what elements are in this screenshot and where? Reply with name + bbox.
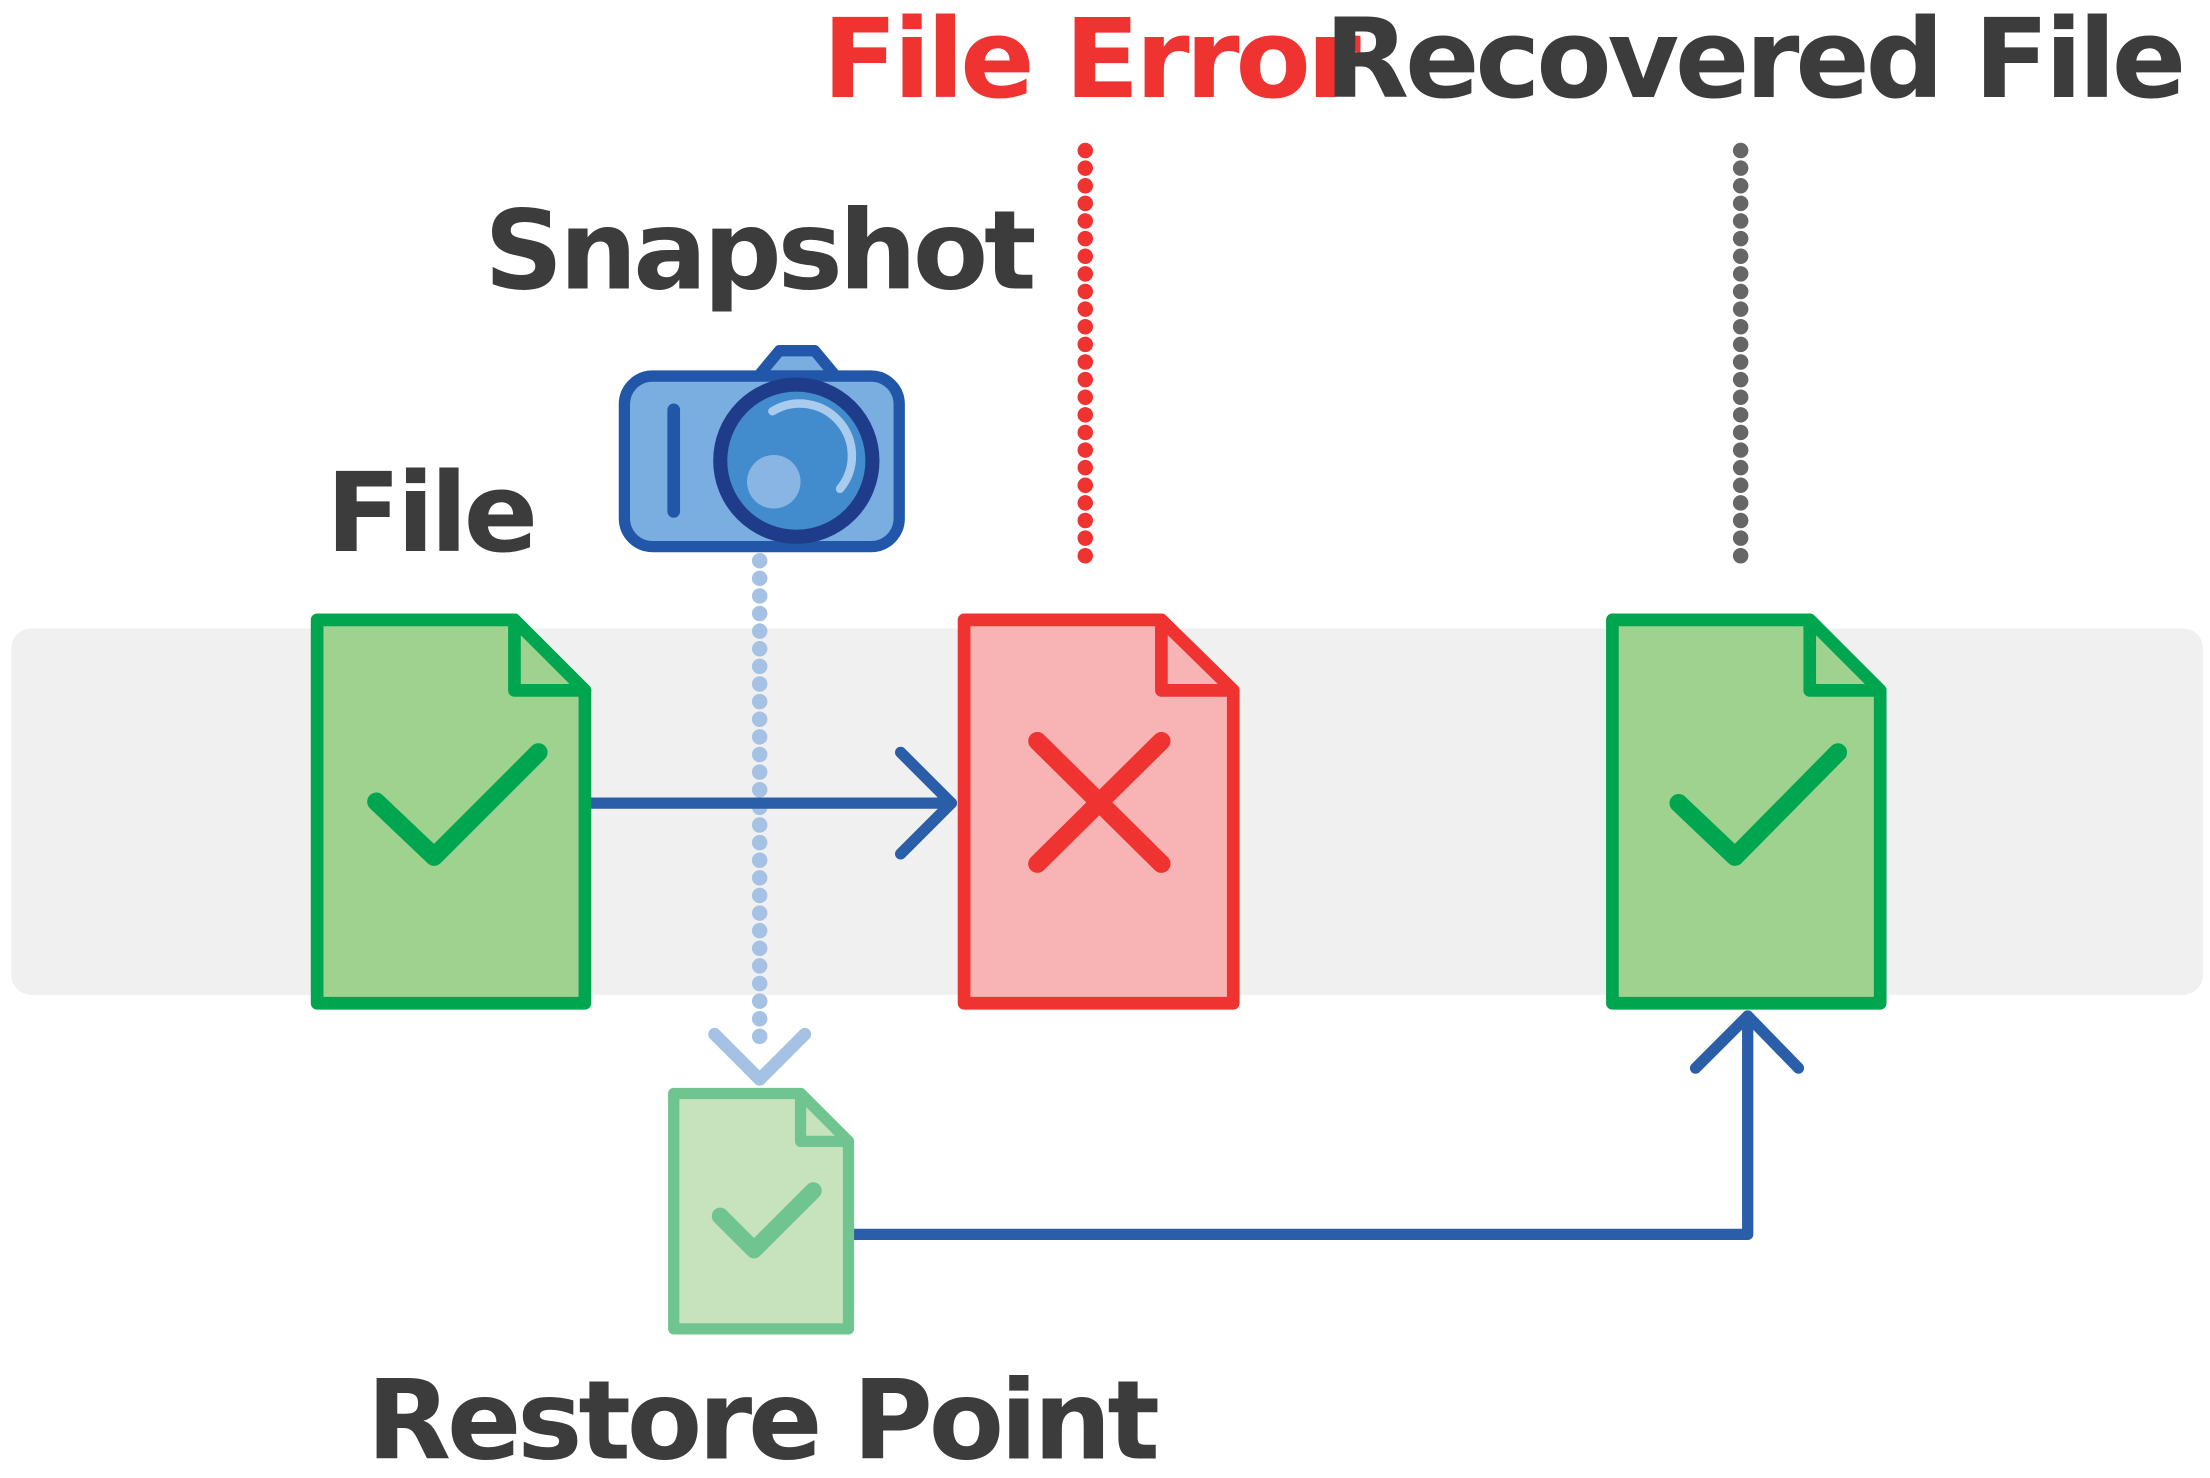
error-x-icon — [1028, 731, 1171, 873]
file-label: File — [326, 449, 534, 577]
recovered-file-check-icon — [1606, 613, 1887, 1010]
recovered-file-label: Recovered File — [1325, 0, 2183, 123]
restore-point-file-icon — [668, 1087, 855, 1335]
camera-icon — [618, 345, 905, 553]
snapshot-arrowhead — [708, 1027, 812, 1086]
restore-to-recovered-arrow — [847, 1010, 1805, 1241]
restore-point-label: Restore Point — [366, 1357, 1158, 1478]
file-check-icon — [310, 613, 592, 1010]
file-error-label: File Error — [822, 0, 1360, 123]
file-error-icon — [957, 613, 1240, 1010]
file-to-error-arrow — [583, 746, 958, 860]
snapshot-label: Snapshot — [484, 187, 1035, 315]
